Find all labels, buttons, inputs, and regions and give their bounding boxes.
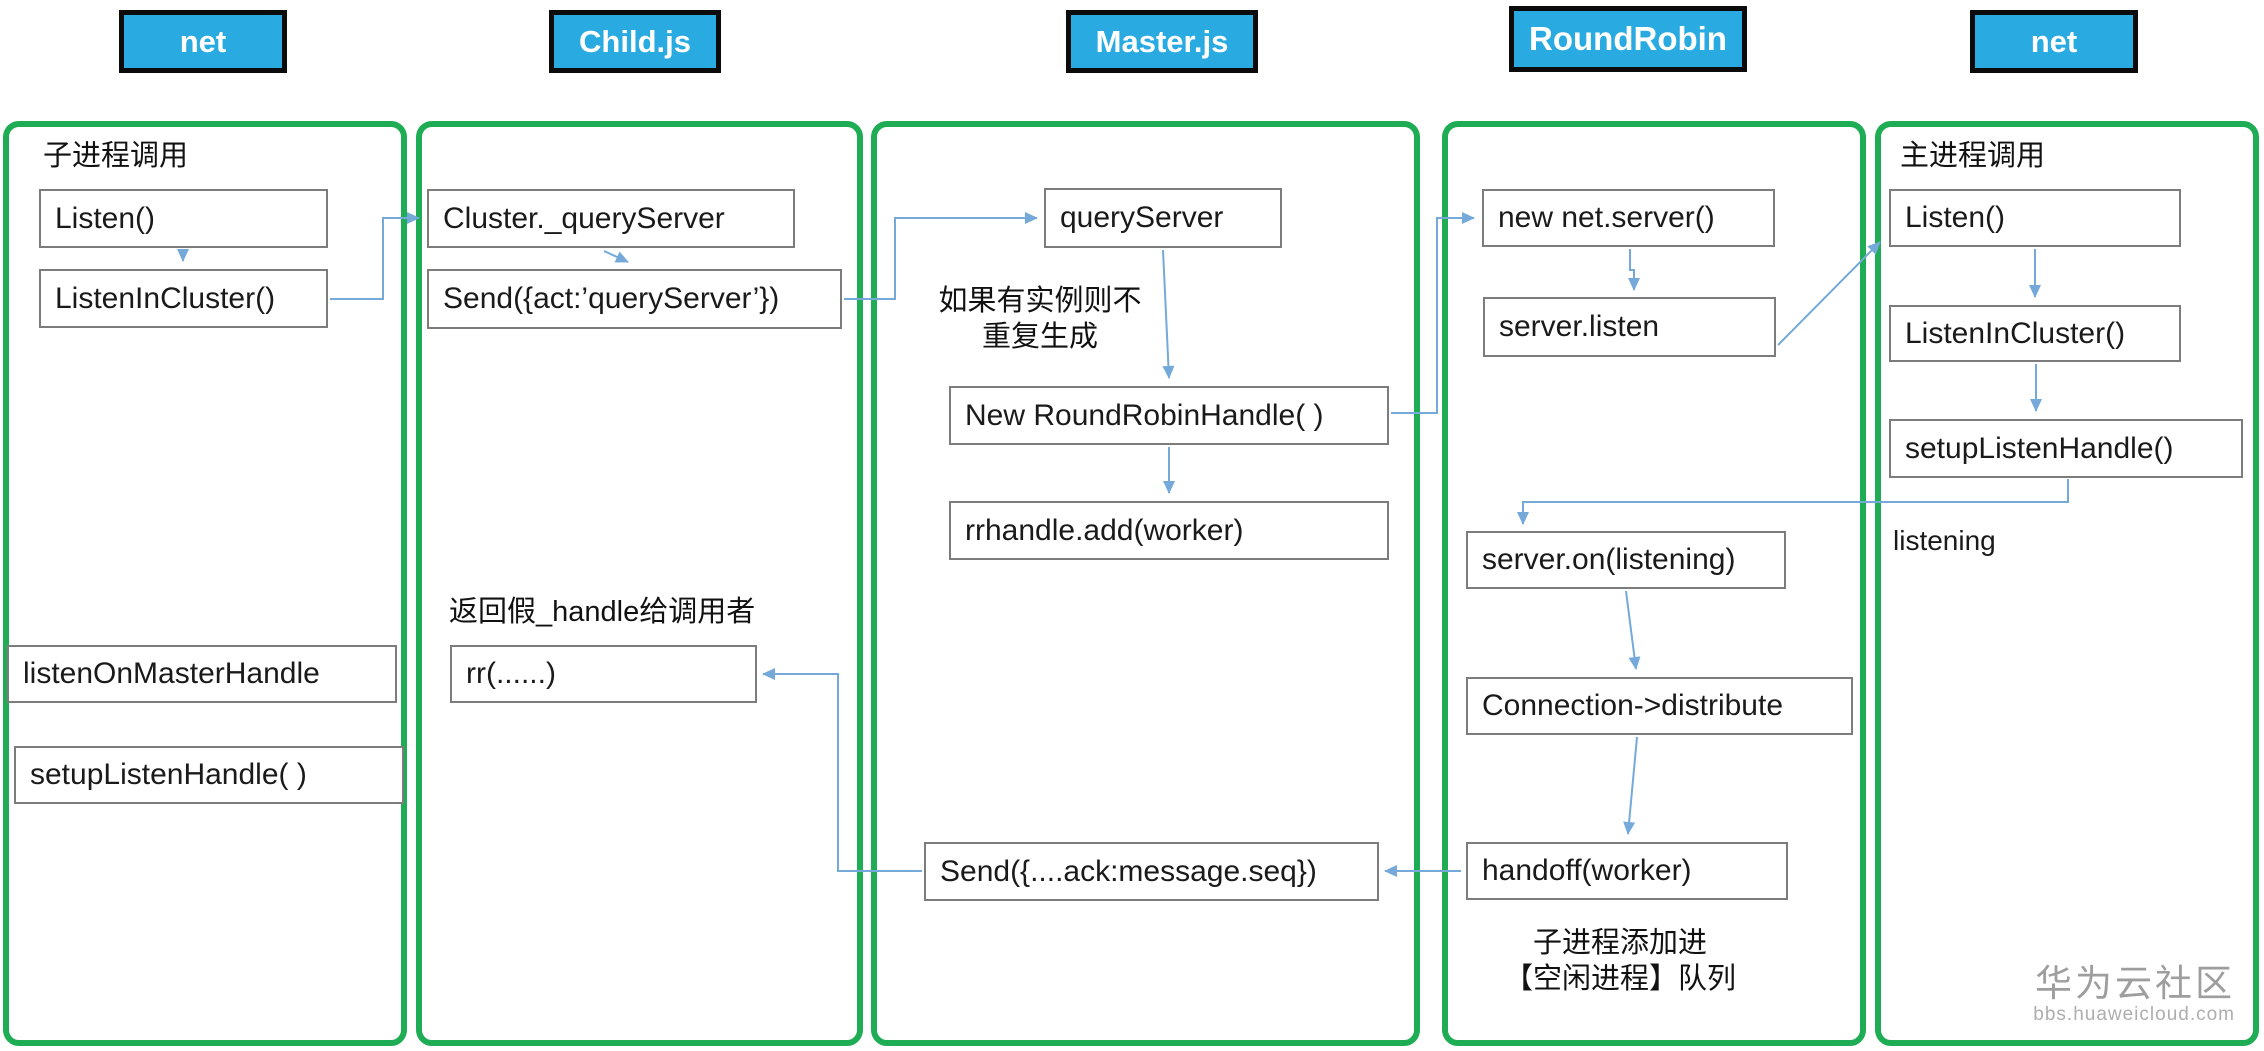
box-send-ack-message-seq: Send({....ack:message.seq}) bbox=[924, 842, 1379, 901]
header-master-js: Master.js bbox=[1066, 10, 1258, 73]
header-master-js-label: Master.js bbox=[1095, 23, 1229, 59]
header-roundrobin: RoundRobin bbox=[1509, 6, 1747, 72]
box-send-act-queryserver: Send({act:’queryServer’}) bbox=[427, 269, 842, 329]
lane-net-child bbox=[3, 121, 407, 1046]
lane-master-js bbox=[871, 121, 1420, 1046]
box-server-on-listening: server.on(listening) bbox=[1466, 531, 1786, 589]
box-new-net-server: new net.server() bbox=[1482, 189, 1775, 247]
label-listening: listening bbox=[1893, 525, 1996, 556]
box-listenincluster-main: ListenInCluster() bbox=[1889, 305, 2181, 362]
box-listen-main: Listen() bbox=[1889, 189, 2181, 247]
header-roundrobin-label: RoundRobin bbox=[1529, 20, 1727, 57]
box-rrhandle-add-worker: rrhandle.add(worker) bbox=[949, 501, 1389, 560]
header-child-js: Child.js bbox=[549, 10, 721, 73]
watermark-subtitle: bbs.huaweicloud.com bbox=[2033, 1003, 2235, 1025]
box-handoff-worker: handoff(worker) bbox=[1466, 842, 1788, 900]
box-connection-distribute: Connection->distribute bbox=[1466, 677, 1853, 735]
watermark-title: 华为云社区 bbox=[2035, 963, 2235, 1004]
header-net-main-label: net bbox=[2030, 23, 2078, 59]
note-child-process-call: 子进程调用 bbox=[43, 140, 189, 172]
box-new-roundrobinhandle: New RoundRobinHandle( ) bbox=[949, 386, 1389, 445]
lane-child-js bbox=[416, 121, 863, 1046]
header-child-js-label: Child.js bbox=[579, 23, 691, 59]
box-cluster-queryserver: Cluster._queryServer bbox=[427, 189, 795, 248]
note-return-fake-handle: 返回假_handle给调用者 bbox=[449, 596, 756, 628]
header-net-child-label: net bbox=[179, 23, 227, 59]
box-queryserver: queryServer bbox=[1044, 188, 1282, 248]
note-main-process-call: 主进程调用 bbox=[1900, 140, 2046, 172]
box-server-listen: server.listen bbox=[1483, 297, 1776, 357]
lane-net-main bbox=[1875, 121, 2259, 1046]
watermark: 华为云社区 bbs.huaweicloud.com bbox=[2033, 963, 2235, 1026]
box-listen-child: Listen() bbox=[39, 189, 328, 248]
note-no-duplicate-instance: 如果有实例则不 重复生成 bbox=[938, 285, 1142, 353]
box-rr: rr(......) bbox=[450, 645, 757, 703]
note-idle-process-queue: 子进程添加进 【空闲进程】队列 bbox=[1503, 927, 1736, 995]
box-listenonmasterhandle: listenOnMasterHandle bbox=[7, 645, 397, 703]
header-net-main: net bbox=[1970, 10, 2138, 73]
box-setuplistenhandle-main: setupListenHandle() bbox=[1889, 419, 2243, 478]
box-listenincluster-child: ListenInCluster() bbox=[39, 269, 328, 328]
box-setuplistenhandle-child: setupListenHandle( ) bbox=[14, 746, 404, 804]
header-net-child: net bbox=[119, 10, 287, 73]
